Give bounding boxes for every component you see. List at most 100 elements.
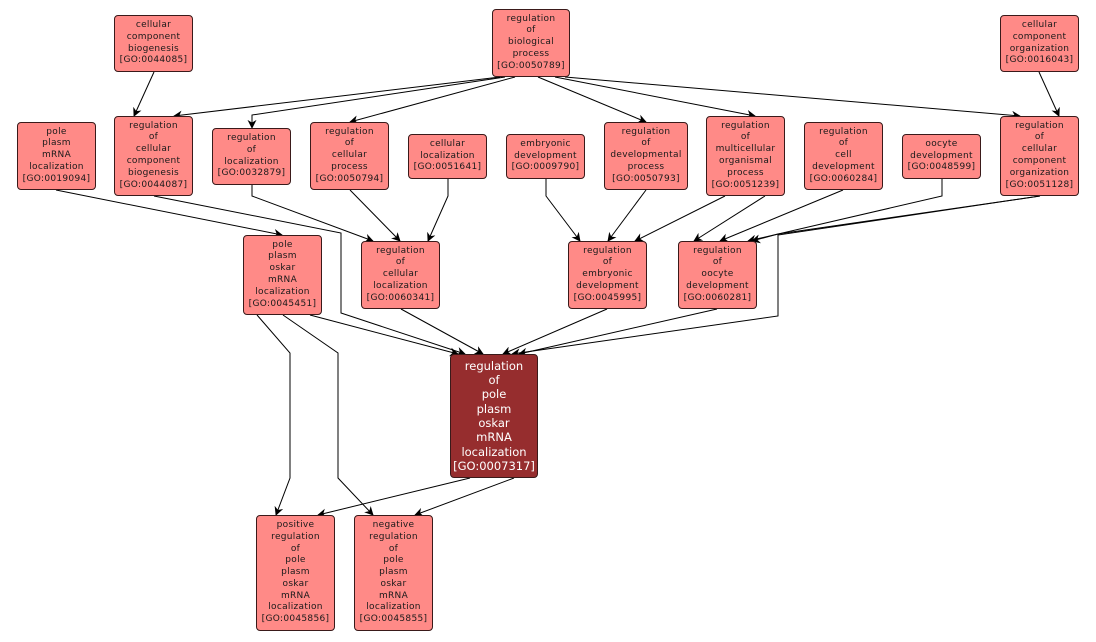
go-term-label-line: mRNA bbox=[378, 590, 409, 601]
go-term-label-line: localization bbox=[373, 280, 428, 291]
go-term-id: [GO:0016043] bbox=[1005, 55, 1074, 66]
go-term-id: [GO:0044087] bbox=[119, 179, 188, 190]
go-term-label-line: localization bbox=[420, 150, 475, 161]
go-term-label-line: embryonic bbox=[520, 138, 571, 149]
go-term-label-line: process bbox=[727, 167, 764, 178]
go-term-label-line: localization bbox=[461, 444, 527, 459]
go-term-label-line: of bbox=[1034, 132, 1045, 143]
edge-0051239-to-0045995 bbox=[634, 195, 726, 242]
go-term-label-line: development bbox=[812, 161, 875, 172]
edge-0050794-to-0060341 bbox=[349, 189, 401, 242]
go-term-label-line: process bbox=[627, 161, 665, 172]
go-term-label-line: plasm bbox=[476, 401, 512, 416]
go-term-label-line: of bbox=[526, 25, 536, 36]
go-term-label-line: of bbox=[838, 138, 849, 149]
go-term-label-line: component bbox=[1012, 156, 1067, 166]
edge-0050793-to-0045995 bbox=[607, 189, 647, 242]
edge-0016043-to-0051128 bbox=[1038, 71, 1060, 117]
go-term-label-line: oskar bbox=[269, 263, 296, 274]
edge-0050789-to-0051239 bbox=[554, 76, 756, 119]
go-term-label-line: pole bbox=[285, 555, 306, 566]
go-term-label-line: of bbox=[344, 138, 355, 149]
go-term-label-line: regulation bbox=[325, 126, 374, 137]
go-term-label-line: negative bbox=[372, 519, 415, 530]
go-term-label-line: pole bbox=[481, 387, 507, 402]
go-term-label-line: embryonic bbox=[582, 269, 633, 280]
edge-0060341-to-0007317 bbox=[400, 308, 484, 355]
go-term-label-line: process bbox=[331, 161, 368, 172]
edge-0045451-to-0045855 bbox=[282, 314, 374, 516]
go-term-id: [GO:0009790] bbox=[511, 162, 580, 173]
go-term-label-line: pole bbox=[272, 239, 293, 250]
go-term-label-line: of bbox=[388, 543, 399, 554]
edge-0007317-to-0045855 bbox=[414, 477, 515, 517]
go-term-id: [GO:0050789] bbox=[497, 60, 565, 71]
go-term-label-line: cellular bbox=[135, 144, 172, 155]
go-term-label-line: regulation bbox=[129, 120, 178, 131]
go-term-label-line: mRNA bbox=[41, 150, 72, 161]
go-term-label-line: pole bbox=[383, 555, 404, 566]
go-term-id: [GO:0045995] bbox=[573, 292, 642, 303]
edge-0051641-to-0060341 bbox=[427, 179, 449, 242]
edge-0050789-to-0050793 bbox=[537, 76, 647, 124]
go-term-id: [GO:0045856] bbox=[261, 614, 330, 625]
go-term-label-line: regulation bbox=[1015, 120, 1064, 131]
go-term-id: [GO:0050794] bbox=[315, 173, 384, 184]
go-term-label-line: of bbox=[395, 257, 406, 268]
go-term-id: [GO:0051641] bbox=[413, 162, 482, 173]
go-term-label-line: of bbox=[712, 257, 723, 268]
go-term-label-line: organization bbox=[1009, 43, 1070, 54]
go-term-label-line: mRNA bbox=[267, 275, 298, 285]
go-term-id: [GO:0045451] bbox=[248, 298, 317, 309]
go-term-id: [GO:0032879] bbox=[217, 168, 286, 179]
go-term-label-line: organismal bbox=[719, 156, 772, 166]
go-term-label-line: plasm bbox=[268, 251, 297, 262]
go-term-label-line: multicellular bbox=[715, 144, 776, 155]
go-term-label-line: biogenesis bbox=[127, 43, 180, 54]
edge-0050789-to-0050794 bbox=[349, 76, 516, 125]
go-term-id: [GO:0045855] bbox=[359, 614, 428, 625]
go-term-label-line: plasm bbox=[42, 138, 71, 149]
go-term-label-line: regulation bbox=[583, 245, 632, 256]
edge-0044085-to-0044087 bbox=[133, 71, 155, 117]
go-term-id: [GO:0019094] bbox=[22, 173, 91, 184]
go-term-id: [GO:0060284] bbox=[809, 173, 878, 184]
go-term-label-line: component bbox=[1012, 31, 1067, 42]
go-term-label-line: of bbox=[488, 373, 500, 388]
go-term-label-line: plasm bbox=[281, 567, 310, 578]
go-term-label-line: of bbox=[641, 138, 651, 149]
go-term-label-line: localization bbox=[29, 161, 84, 172]
go-term-label-line: developmental bbox=[610, 150, 682, 161]
go-term-label-line: regulation bbox=[227, 132, 276, 143]
go-term-label-line: regulation bbox=[721, 120, 770, 131]
go-term-label-line: oskar bbox=[478, 416, 510, 430]
go-term-id: [GO:0044085] bbox=[119, 55, 188, 66]
go-term-label-line: of bbox=[290, 543, 301, 554]
go-term-id: [GO:0051239] bbox=[711, 179, 780, 190]
go-term-id: [GO:0050793] bbox=[612, 173, 680, 184]
go-term-id: [GO:0051128] bbox=[1005, 179, 1074, 190]
go-term-label-line: organization bbox=[1009, 167, 1070, 178]
edge-0045451-to-0007317 bbox=[309, 314, 459, 357]
